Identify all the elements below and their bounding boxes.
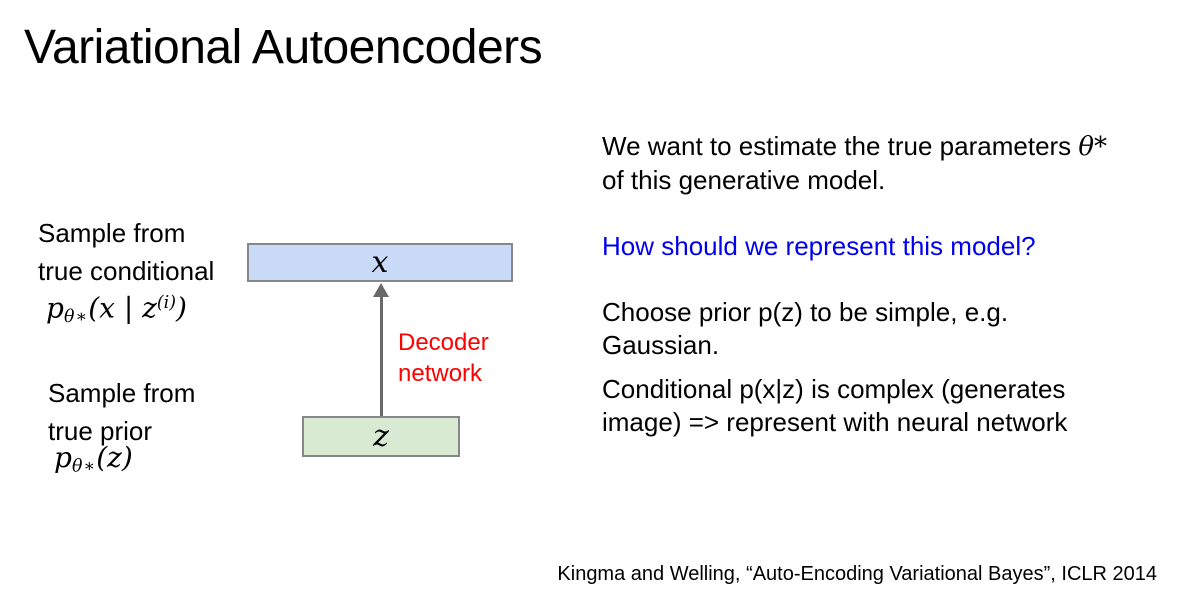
conditional-complex-line1: Conditional p(x|z) is complex (generates [602,374,1066,404]
x-node-box: x [247,243,513,282]
math-prior-subscript: θ∗ [71,456,97,477]
label-true-conditional-line2: true conditional [38,256,215,286]
label-true-prior: Sample from true prior [48,374,195,450]
math-cond-end: ) [176,291,187,325]
citation-footer: Kingma and Welling, “Auto-Encoding Varia… [557,563,1157,586]
math-prior-base: p [54,441,72,474]
z-node-box: z [302,416,460,457]
math-cond-subscript: θ∗ [63,306,89,327]
math-cond-superscript: (i) [156,293,177,313]
conditional-complex-line2: image) => represent with neural network [602,407,1068,437]
math-conditional-distribution: pθ∗(x | z(i)) [46,285,187,335]
intro-text-before-theta: We want to estimate the true parameters [602,131,1079,161]
choose-prior-line1: Choose prior p(z) to be simple, e.g. [602,297,1009,327]
decoder-network-label: Decoder network [398,327,489,389]
x-node-label: x [371,245,389,280]
label-true-conditional-line1: Sample from [38,218,186,248]
z-node-label: z [373,419,389,454]
citation-text: Kingma and Welling, “Auto-Encoding Varia… [557,563,1157,585]
paragraph-choose-prior: Choose prior p(z) to be simple, e.g. Gau… [602,296,1162,362]
question-text: How should we represent this model? [602,231,1036,261]
theta-star-symbol: θ* [1078,132,1108,162]
paragraph-question: How should we represent this model? [602,230,1162,263]
decoder-network-label-line1: Decoder [398,329,489,356]
arrow-up-head [373,283,389,297]
math-prior-end: (z) [96,441,133,474]
intro-text-line2: of this generative model. [602,165,886,195]
choose-prior-line2: Gaussian. [602,330,720,360]
label-true-prior-line2: true prior [48,416,153,446]
arrow-up-line [380,296,383,416]
math-prior-distribution: pθ∗(z) [54,440,133,484]
label-true-prior-line1: Sample from [48,378,196,408]
decoder-network-label-line2: network [398,360,483,387]
label-true-conditional: Sample from true conditional [38,214,214,290]
paragraph-conditional-complex: Conditional p(x|z) is complex (generates… [602,373,1162,439]
math-cond-base: p [46,291,64,325]
math-cond-mid: (x | z [88,291,157,325]
slide-title: Variational Autoencoders [24,21,543,74]
paragraph-estimate-parameters: We want to estimate the true parameters … [602,130,1162,197]
